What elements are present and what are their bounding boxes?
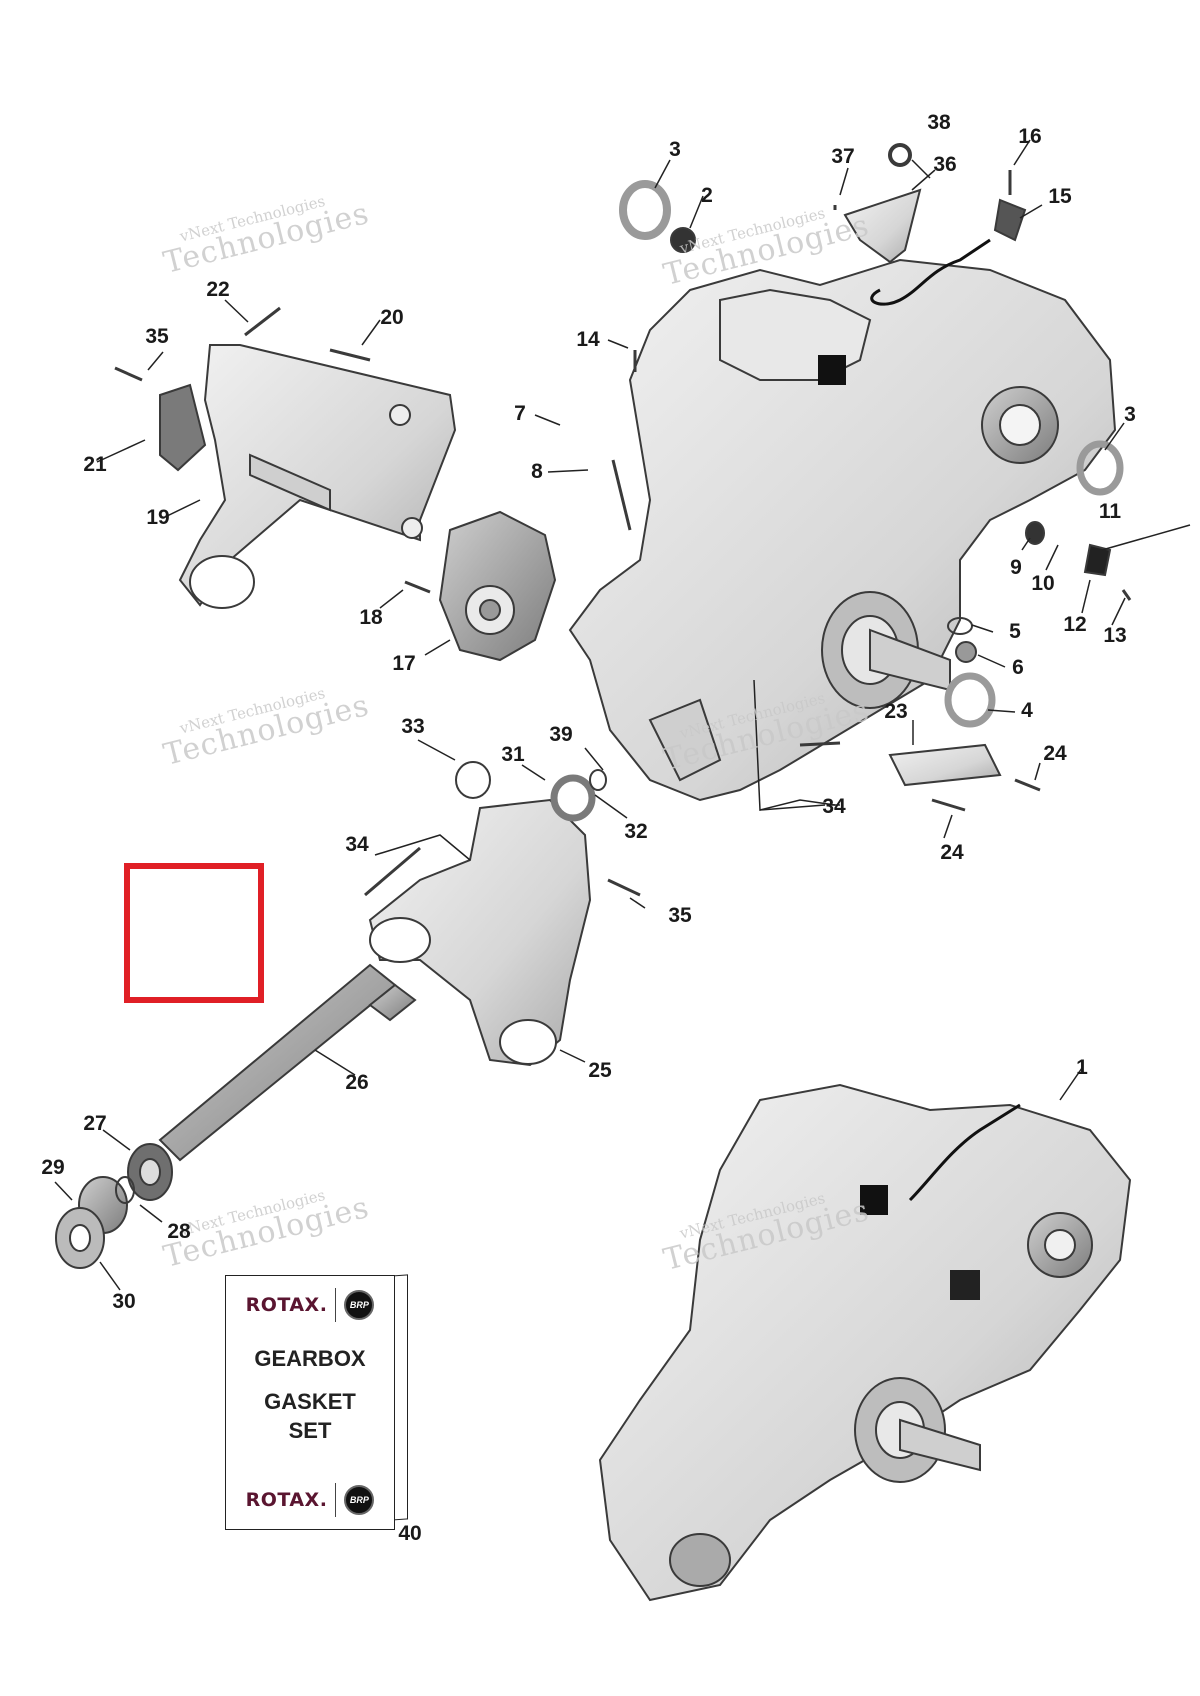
assembled-gearbox bbox=[598, 1083, 1132, 1602]
callout-39: 39 bbox=[549, 723, 573, 746]
callout-25: 25 bbox=[588, 1059, 612, 1082]
drive-shaft bbox=[158, 963, 417, 1162]
callout-11: 11 bbox=[1098, 500, 1122, 523]
callout-3: 3 bbox=[669, 138, 681, 161]
callout-30: 30 bbox=[112, 1290, 136, 1313]
lower-housing bbox=[368, 798, 592, 1067]
plate-part bbox=[159, 383, 207, 472]
callout-35: 35 bbox=[668, 904, 692, 927]
callout-26: 26 bbox=[345, 1071, 369, 1094]
kit-title-gasket: GASKET bbox=[264, 1389, 356, 1414]
callout-7: 7 bbox=[514, 402, 526, 425]
callout-6: 6 bbox=[1012, 656, 1024, 679]
callout-13: 13 bbox=[1103, 624, 1127, 647]
callout-29: 29 bbox=[41, 1156, 65, 1179]
callout-19: 19 bbox=[146, 506, 170, 529]
brp-logo-icon: BRP bbox=[344, 1290, 375, 1320]
leader-lines bbox=[54, 139, 1191, 1473]
callout-33: 33 bbox=[401, 715, 425, 738]
callout-32: 32 bbox=[624, 820, 648, 843]
callout-4: 4 bbox=[1021, 699, 1033, 722]
callout-17: 17 bbox=[392, 652, 416, 675]
highlight-box bbox=[124, 863, 264, 1003]
callout-16: 16 bbox=[1018, 125, 1042, 148]
callout-3: 3 bbox=[1124, 403, 1136, 426]
callout-36: 36 bbox=[933, 153, 957, 176]
rotax-logo: ROTAX. bbox=[245, 1489, 328, 1511]
bearing-and-washers bbox=[55, 1143, 173, 1269]
brp-logo-icon: BRP bbox=[344, 1485, 375, 1515]
gasket-kit-card: ROTAX. BRP GEARBOX GASKET SET ROTAX. BRP bbox=[225, 1275, 395, 1530]
callout-8: 8 bbox=[531, 460, 543, 483]
callout-23: 23 bbox=[884, 700, 908, 723]
bolts bbox=[114, 143, 1132, 897]
kit-title-gearbox: GEARBOX bbox=[254, 1346, 366, 1371]
callout-14: 14 bbox=[576, 328, 600, 351]
callout-31: 31 bbox=[501, 743, 525, 766]
callout-10: 10 bbox=[1031, 572, 1055, 595]
callout-12: 12 bbox=[1063, 613, 1087, 636]
rotax-logo: ROTAX. bbox=[245, 1294, 328, 1316]
callout-37: 37 bbox=[831, 145, 855, 168]
kit-title-set: SET bbox=[288, 1418, 332, 1443]
callout-34: 34 bbox=[345, 833, 369, 856]
callout-21: 21 bbox=[83, 453, 107, 476]
callout-34: 34 bbox=[822, 795, 846, 818]
callout-24: 24 bbox=[940, 841, 964, 864]
callout-1: 1 bbox=[1076, 1056, 1088, 1079]
pump-assembly bbox=[438, 510, 557, 662]
seals-and-orings bbox=[115, 180, 1124, 1204]
small-brackets-and-sensors bbox=[843, 188, 1112, 787]
callout-28: 28 bbox=[167, 1220, 191, 1243]
callout-24: 24 bbox=[1043, 742, 1067, 765]
callout-27: 27 bbox=[83, 1112, 107, 1135]
callout-35: 35 bbox=[145, 325, 169, 348]
callout-22: 22 bbox=[206, 278, 230, 301]
kit-brand-row-top: ROTAX. BRP bbox=[226, 1288, 394, 1322]
callout-9: 9 bbox=[1010, 556, 1022, 579]
callout-20: 20 bbox=[380, 306, 404, 329]
callout-40: 40 bbox=[398, 1522, 422, 1545]
callout-18: 18 bbox=[359, 606, 383, 629]
callout-15: 15 bbox=[1048, 185, 1072, 208]
callout-38: 38 bbox=[927, 111, 951, 134]
callout-5: 5 bbox=[1009, 620, 1021, 643]
callout-2: 2 bbox=[701, 184, 713, 207]
gearbox-housing-exploded bbox=[568, 238, 1117, 802]
kit-brand-row-bottom: ROTAX. BRP bbox=[226, 1483, 394, 1517]
mounting-bracket bbox=[178, 344, 457, 609]
